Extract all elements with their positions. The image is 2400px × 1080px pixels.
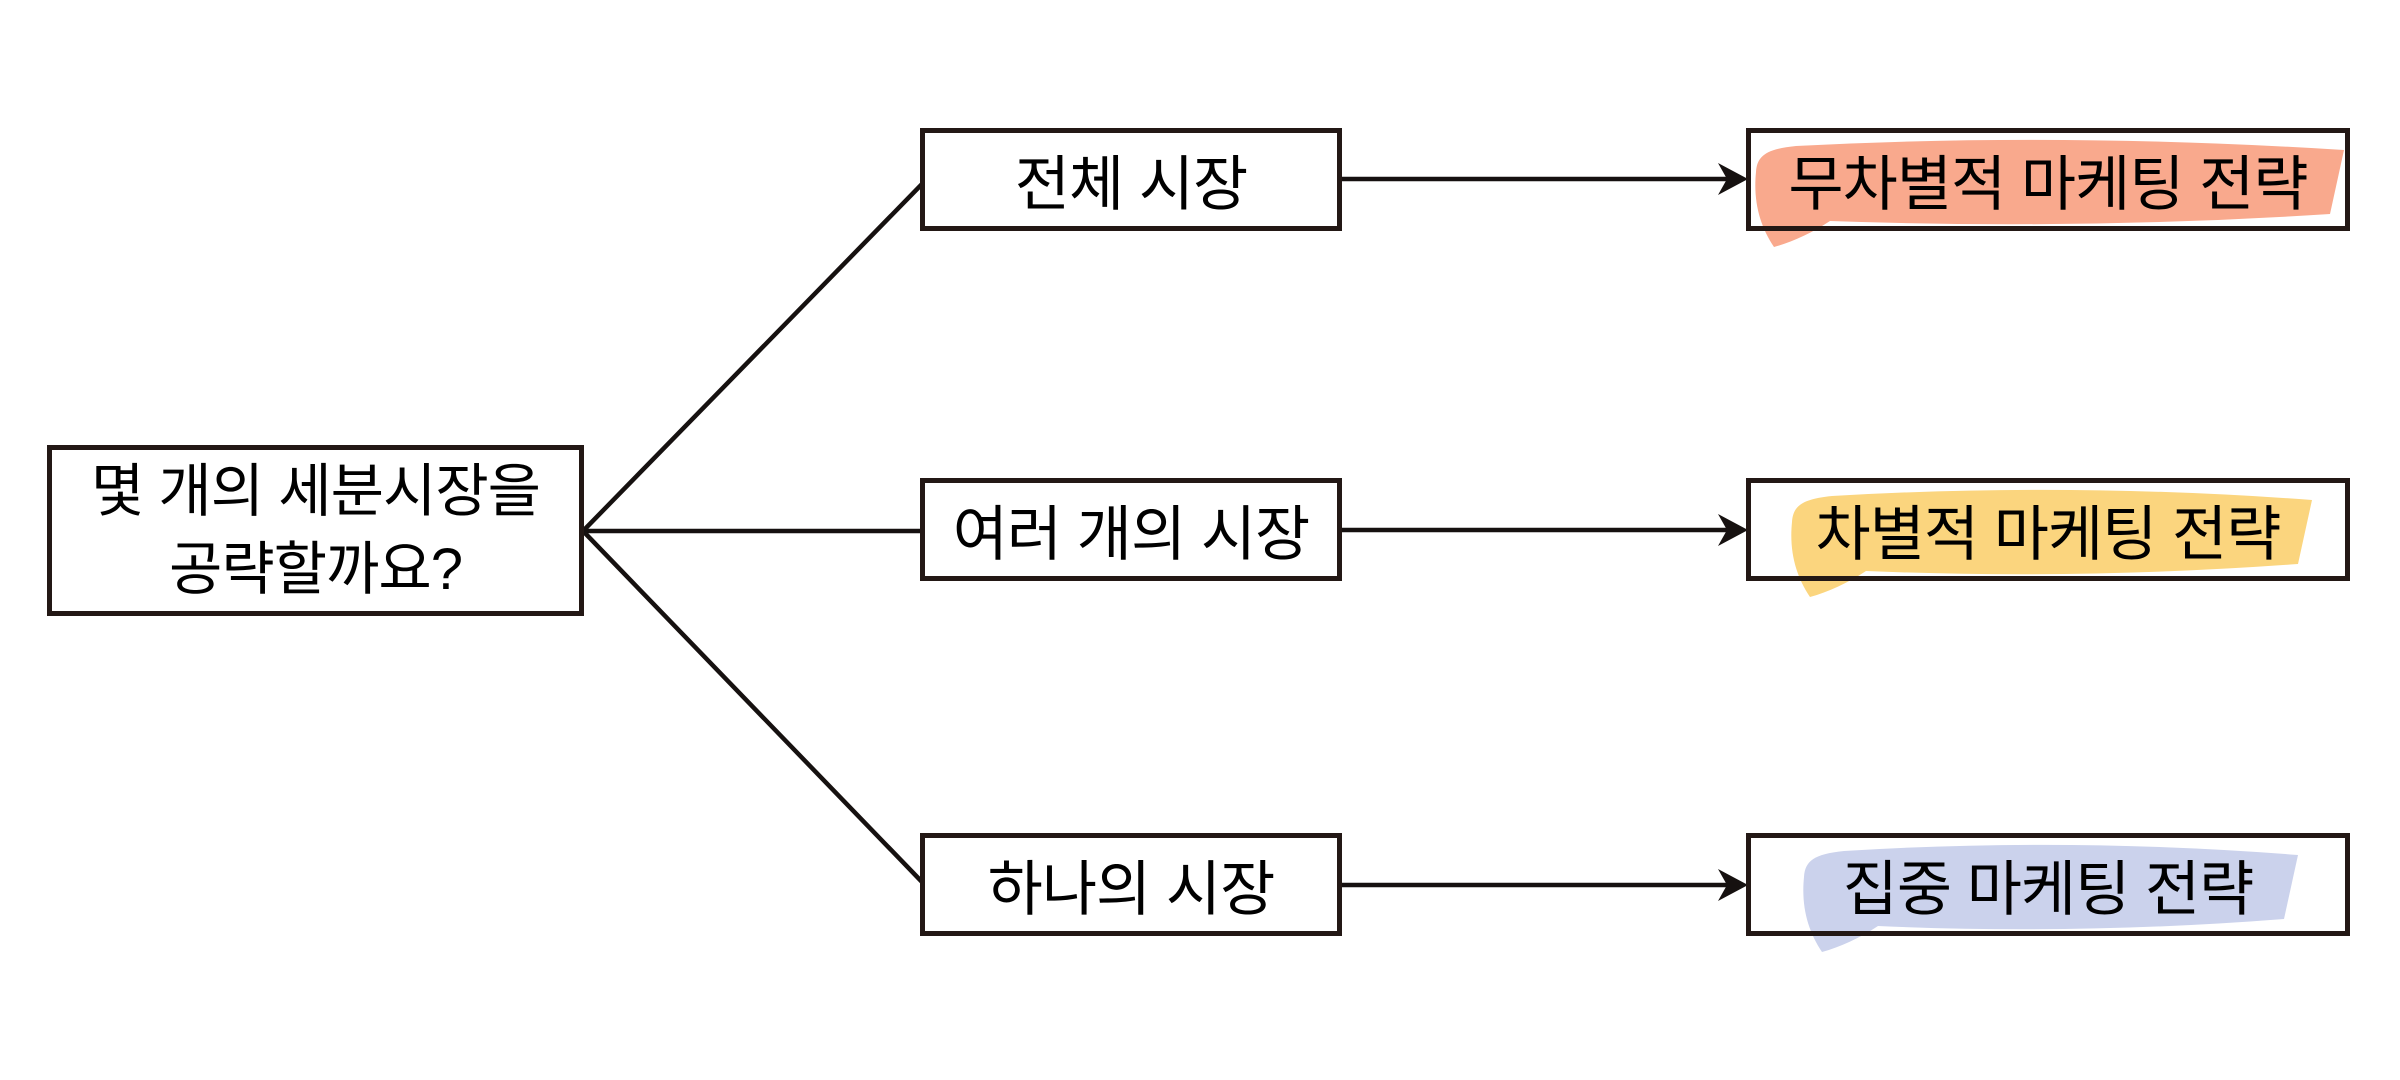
strategy-box-undifferentiated: 무차별적 마케팅 전략	[1746, 128, 2350, 231]
branch-line-top	[581, 181, 925, 533]
highlight-stroke-concentrated	[1803, 844, 2298, 952]
strategy-box-concentrated: 집중 마케팅 전략	[1746, 833, 2350, 936]
strategy-label: 집중 마케팅 전략	[1842, 856, 2255, 923]
option-box-single-market: 하나의 시장	[920, 833, 1342, 936]
option-label: 하나의 시장	[987, 856, 1276, 923]
highlight-stroke-undifferentiated	[1755, 139, 2344, 247]
strategy-box-differentiated: 차별적 마케팅 전략	[1746, 478, 2350, 581]
strategy-label: 무차별적 마케팅 전략	[1788, 151, 2308, 218]
option-box-several-markets: 여러 개의 시장	[920, 478, 1342, 581]
option-box-whole-market: 전체 시장	[920, 128, 1342, 231]
arrow-head-middle	[1718, 514, 1748, 546]
question-line-1: 몇 개의 세분시장을	[90, 458, 541, 524]
option-label: 전체 시장	[1014, 151, 1248, 218]
branch-line-bottom	[581, 529, 925, 885]
question-box: 몇 개의 세분시장을 공략할까요?	[47, 445, 584, 616]
option-label: 여러 개의 시장	[952, 501, 1311, 568]
question-line-2: 공략할까요?	[168, 536, 463, 602]
strategy-label: 차별적 마케팅 전략	[1815, 501, 2282, 568]
highlight-stroke-differentiated	[1791, 489, 2312, 597]
question-text: 몇 개의 세분시장을 공략할까요?	[90, 453, 541, 609]
arrow-head-top	[1718, 163, 1748, 195]
arrow-head-bottom	[1718, 869, 1748, 901]
